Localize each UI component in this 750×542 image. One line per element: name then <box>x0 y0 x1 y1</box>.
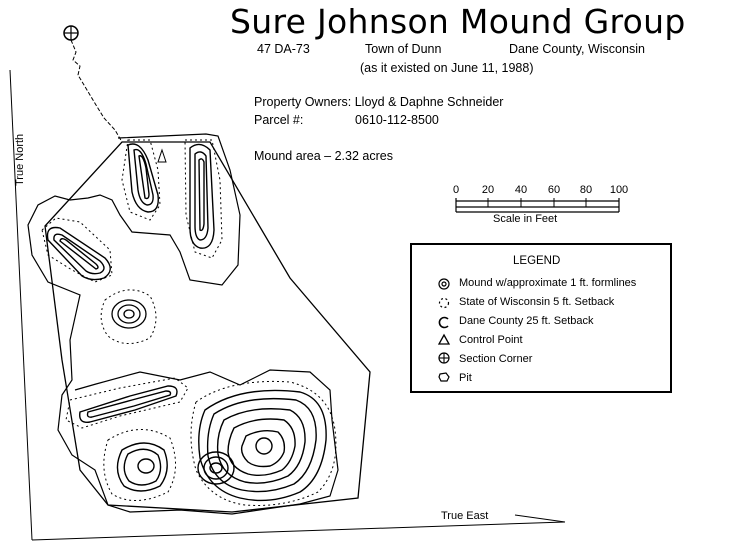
state-setback-line <box>41 139 337 506</box>
mound-1 <box>46 226 111 281</box>
control-point-marker <box>157 148 167 163</box>
legend-item-county-setback: Dane County 25 ft. Setback <box>459 315 594 327</box>
scale-tick-80: 80 <box>579 184 593 196</box>
map-title: Sure Johnson Mound Group <box>230 2 686 41</box>
county-name: Dane County, Wisconsin <box>509 42 645 56</box>
legend-item-control-point: Control Point <box>459 334 523 346</box>
legend-item-mound: Mound w/approximate 1 ft. formlines <box>459 277 637 289</box>
true-east-label: True East <box>441 510 489 522</box>
true-east-axis <box>31 521 566 541</box>
mound-3 <box>189 143 215 249</box>
site-id: 47 DA-73 <box>257 42 310 56</box>
scale-tick-40: 40 <box>514 184 528 196</box>
scale-tick-60: 60 <box>547 184 561 196</box>
parcel-number: 0610-112-8500 <box>355 113 439 127</box>
county-setback-line <box>27 133 339 515</box>
mound-5 <box>79 385 178 423</box>
mound-2 <box>127 143 159 213</box>
scale-bar <box>455 198 620 213</box>
mound-area: Mound area – 2.32 acres <box>254 149 393 163</box>
true-north-axis <box>9 69 33 541</box>
scale-tick-20: 20 <box>481 184 495 196</box>
parcel-label: Parcel #: <box>254 113 304 127</box>
mound-7 <box>197 389 327 502</box>
legend-item-section-corner: Section Corner <box>459 353 533 365</box>
true-north-label: True North <box>14 133 26 186</box>
county-setback-icon <box>438 316 449 329</box>
parcel-boundary <box>44 141 371 513</box>
property-owners: Property Owners: Lloyd & Daphne Schneide… <box>254 95 504 109</box>
mound-icon <box>438 278 450 290</box>
legend-item-state-setback: State of Wisconsin 5 ft. Setback <box>459 296 615 308</box>
town-name: Town of Dunn <box>365 42 442 56</box>
legend-box <box>410 243 672 393</box>
triangle-icon <box>437 333 451 345</box>
mound-4 <box>111 299 147 329</box>
pit-icon <box>438 372 450 382</box>
legend-item-pit: Pit <box>459 372 472 384</box>
survey-date: (as it existed on June 11, 1988) <box>360 61 534 75</box>
state-setback-icon <box>438 297 450 309</box>
legend-title: LEGEND <box>513 255 561 267</box>
tie-line <box>70 39 123 143</box>
scale-label: Scale in Feet <box>493 213 558 225</box>
mound-6 <box>116 442 168 492</box>
scale-tick-100: 100 <box>609 184 629 196</box>
section-corner-icon <box>438 352 450 364</box>
scale-tick-0: 0 <box>452 184 460 196</box>
true-east-tick <box>514 514 566 523</box>
section-corner-marker <box>63 25 79 41</box>
